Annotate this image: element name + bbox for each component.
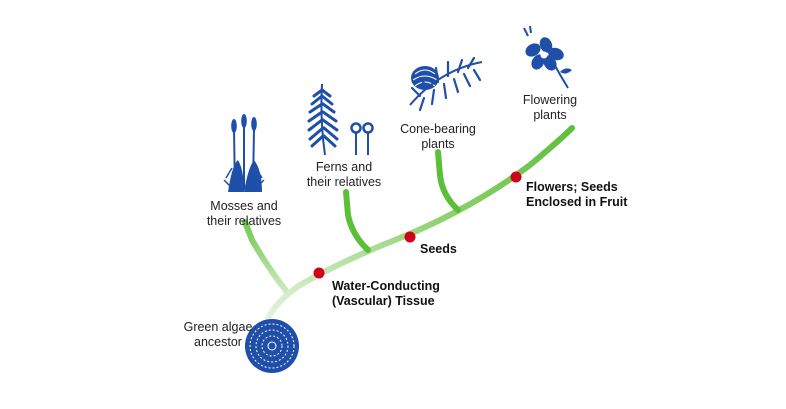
mosses-label-line2: their relatives [206,214,282,228]
seeds-trait-label: Seeds [420,242,457,257]
flowering-label-line2: plants [533,108,567,122]
vascular-trait-dot [313,267,325,279]
moss-branch [242,219,290,295]
seeds-trait-dot [404,231,416,243]
green-algae-label-line2: ancestor [194,335,242,349]
green-algae-label-line1: Green algae [183,320,253,334]
flowers-trait-line1: Flowers; Seeds [526,180,618,194]
flowers-trait-dot [510,171,522,183]
vascular-trait-label: Water-Conducting (Vascular) Tissue [332,279,440,309]
cone-branch [435,149,461,213]
moss-icon [223,114,265,192]
vascular-trait-line1: Water-Conducting [332,279,440,293]
vascular-trait-line2: (Vascular) Tissue [332,294,435,308]
fern-branch [343,189,371,253]
green-algae-label: Green algae ancestor [182,320,254,350]
ferns-label-line2: their relatives [306,175,382,189]
main-trunk [265,125,575,321]
fern-icon [307,83,374,156]
mosses-label-line1: Mosses and [210,199,278,213]
cone-bearing-label-line1: Cone-bearing [400,122,476,136]
mosses-label: Mosses and their relatives [196,199,292,229]
algae-disc-icon [245,319,299,373]
flowering-label: Flowering plants [512,93,588,123]
seeds-trait-line1: Seeds [420,242,457,256]
flowering-label-line1: Flowering [522,93,578,107]
cone-bearing-label: Cone-bearing plants [390,122,486,152]
ferns-label-line1: Ferns and [315,160,373,174]
flower-icon [523,25,572,89]
ferns-label: Ferns and their relatives [296,160,392,190]
cone-bearing-label-line2: plants [421,137,455,151]
pine-cone-icon [409,56,483,112]
flowers-trait-line2: Enclosed in Fruit [526,195,628,209]
flowers-trait-label: Flowers; Seeds Enclosed in Fruit [526,180,627,210]
